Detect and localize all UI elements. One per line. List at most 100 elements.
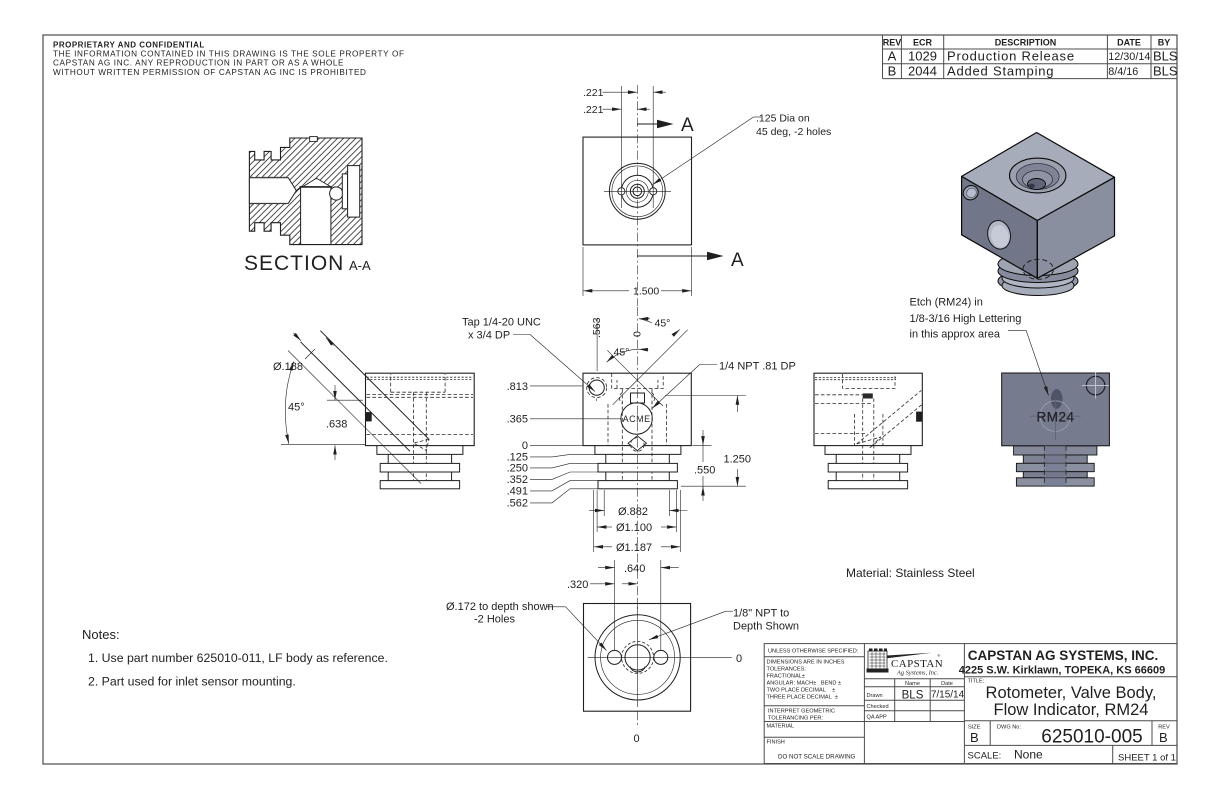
svg-text:PROPRIETARY AND CONFIDENTIAL: PROPRIETARY AND CONFIDENTIAL [53, 41, 205, 50]
svg-text:1/4 NPT .81 DP: 1/4 NPT .81 DP [719, 361, 796, 373]
svg-text:.813: .813 [507, 381, 528, 393]
svg-text:0: 0 [632, 331, 644, 337]
svg-text:MATERIAL: MATERIAL [767, 724, 795, 730]
svg-text:Tap 1/4-20 UNC: Tap 1/4-20 UNC [462, 317, 541, 329]
svg-text:625010-005: 625010-005 [1041, 727, 1142, 748]
svg-text:WITHOUT WRITTEN PERMISSION OF: WITHOUT WRITTEN PERMISSION OF CAPSTAN AG… [53, 68, 367, 77]
svg-text:1. Use part number 625010-011,: 1. Use part number 625010-011, LF body a… [88, 651, 388, 665]
svg-text:0: 0 [634, 733, 640, 745]
svg-text:A: A [681, 115, 694, 136]
svg-text:Checked: Checked [867, 704, 889, 710]
svg-text:Ag Systems, Inc.: Ag Systems, Inc. [896, 670, 938, 677]
svg-text:DESCRIPTION: DESCRIPTION [995, 37, 1057, 47]
svg-text:.638: .638 [326, 419, 347, 431]
svg-text:45°: 45° [288, 402, 305, 414]
svg-text:.491: .491 [507, 486, 528, 498]
svg-text:.125 Dia on: .125 Dia on [756, 113, 810, 125]
svg-text:FINISH: FINISH [767, 740, 785, 746]
svg-text:.125: .125 [507, 452, 528, 464]
svg-text:A-A: A-A [349, 258, 371, 273]
svg-text:TWO PLACE DECIMAL ±: TWO PLACE DECIMAL ± [767, 688, 836, 694]
svg-text:Rotometer, Valve Body,: Rotometer, Valve Body, [986, 684, 1157, 702]
svg-text:A: A [731, 250, 744, 271]
svg-text:.352: .352 [507, 474, 528, 486]
svg-text:DATE: DATE [1117, 37, 1141, 47]
svg-text:REV: REV [883, 37, 902, 47]
svg-text:TITLE:: TITLE: [968, 679, 985, 685]
svg-text:Ø1.187: Ø1.187 [616, 542, 652, 554]
svg-text:DIMENSIONS ARE IN INCHES: DIMENSIONS ARE IN INCHES [767, 660, 845, 666]
svg-text:A: A [888, 49, 897, 64]
svg-text:.640: .640 [624, 563, 645, 575]
svg-text:.563: .563 [591, 317, 603, 338]
svg-text:Etch (RM24) in: Etch (RM24) in [910, 297, 983, 309]
svg-text:Added Stamping: Added Stamping [947, 63, 1054, 78]
svg-text:45°: 45° [655, 318, 671, 330]
svg-text:0: 0 [736, 653, 742, 665]
svg-text:1/8-3/16 High Lettering: 1/8-3/16 High Lettering [910, 313, 1022, 325]
svg-text:INTERPRET GEOMETRIC: INTERPRET GEOMETRIC [768, 709, 835, 715]
svg-text:DWG No:: DWG No: [997, 725, 1021, 731]
svg-text:Drawn: Drawn [867, 693, 883, 699]
svg-text:B: B [970, 730, 979, 745]
svg-text:8/4/16: 8/4/16 [1108, 66, 1138, 78]
svg-text:None: None [1014, 748, 1043, 762]
svg-text:THE INFORMATION CONTAINED IN T: THE INFORMATION CONTAINED IN THIS DRAWIN… [53, 50, 405, 59]
svg-text:-2 Holes: -2 Holes [474, 614, 515, 626]
svg-text:FRACTIONAL±: FRACTIONAL± [767, 674, 806, 680]
svg-text:CAPSTAN AG SYSTEMS, INC.: CAPSTAN AG SYSTEMS, INC. [968, 648, 1159, 663]
svg-text:TOLERANCES:: TOLERANCES: [767, 667, 807, 673]
svg-text:DO NOT SCALE DRAWING: DO NOT SCALE DRAWING [778, 754, 856, 761]
svg-text:Ø1.100: Ø1.100 [616, 522, 652, 534]
svg-text:RM24: RM24 [1036, 410, 1074, 425]
svg-text:Depth Shown: Depth Shown [733, 621, 799, 633]
svg-text:B: B [888, 63, 897, 78]
svg-text:in this approx area: in this approx area [910, 329, 1001, 341]
svg-text:12/30/14: 12/30/14 [1108, 51, 1150, 63]
svg-text:.562: .562 [507, 498, 528, 510]
svg-text:2044: 2044 [908, 63, 937, 78]
svg-text:Ø.172 to depth shown: Ø.172 to depth shown [446, 601, 554, 613]
svg-text:0: 0 [522, 440, 528, 452]
svg-text:BLS: BLS [1153, 63, 1178, 78]
svg-text:Flow Indicator, RM24: Flow Indicator, RM24 [994, 701, 1149, 719]
svg-text:UNLESS OTHERWISE SPECIFIED:: UNLESS OTHERWISE SPECIFIED: [768, 649, 859, 655]
svg-text:SHEET 1 of 1: SHEET 1 of 1 [1118, 753, 1176, 764]
svg-text:Ø.882: Ø.882 [618, 506, 648, 518]
svg-text:x 3/4 DP: x 3/4 DP [468, 330, 510, 342]
svg-text:ACME: ACME [623, 414, 651, 424]
svg-text:THREE PLACE DECIMAL ±: THREE PLACE DECIMAL ± [767, 695, 838, 701]
svg-text:.250: .250 [507, 463, 528, 475]
svg-text:BLS: BLS [1153, 49, 1178, 64]
svg-text:Production Release: Production Release [947, 49, 1075, 64]
svg-text:.221: .221 [583, 104, 604, 116]
svg-text:1.250: 1.250 [724, 454, 752, 466]
svg-text:.550: .550 [694, 465, 715, 477]
svg-text:SIZE: SIZE [968, 725, 981, 731]
svg-text:45 deg, -2 holes: 45 deg, -2 holes [756, 126, 831, 138]
svg-text:Date: Date [941, 681, 953, 687]
svg-text:Name: Name [905, 681, 920, 687]
svg-text:®: ® [937, 653, 941, 658]
svg-text:TOLERANCING PER:: TOLERANCING PER: [768, 716, 823, 722]
svg-text:.320: .320 [567, 579, 588, 591]
svg-text:2. Part used for inlet sensor: 2. Part used for inlet sensor mounting. [88, 675, 296, 689]
svg-text:REV: REV [1158, 725, 1170, 731]
svg-text:ECR: ECR [913, 37, 933, 47]
svg-text:SCALE:: SCALE: [968, 751, 1002, 762]
svg-text:Ø.188: Ø.188 [273, 361, 303, 373]
svg-text:.365: .365 [507, 414, 528, 426]
svg-text:CAPSTAN: CAPSTAN [891, 658, 943, 670]
svg-text:BY: BY [1158, 37, 1171, 47]
svg-text:.221: .221 [583, 87, 604, 99]
svg-text:4225 S.W. Kirklawn, TOPEKA, K: 4225 S.W. Kirklawn, TOPEKA, KS 66609 [959, 665, 1165, 677]
svg-text:SECTION: SECTION [244, 252, 344, 275]
svg-text:BLS: BLS [902, 690, 924, 702]
svg-text:Material: Stainless Steel: Material: Stainless Steel [846, 566, 975, 580]
svg-text:QA APP: QA APP [867, 715, 887, 721]
svg-text:1029: 1029 [908, 49, 937, 64]
svg-text:7/15/14: 7/15/14 [931, 690, 965, 701]
svg-text:B: B [1159, 730, 1168, 745]
svg-text:1/8" NPT to: 1/8" NPT to [733, 608, 789, 620]
svg-text:CAPSTAN AG INC. ANY REPRODUCTI: CAPSTAN AG INC. ANY REPRODUCTION IN PART… [53, 59, 344, 68]
